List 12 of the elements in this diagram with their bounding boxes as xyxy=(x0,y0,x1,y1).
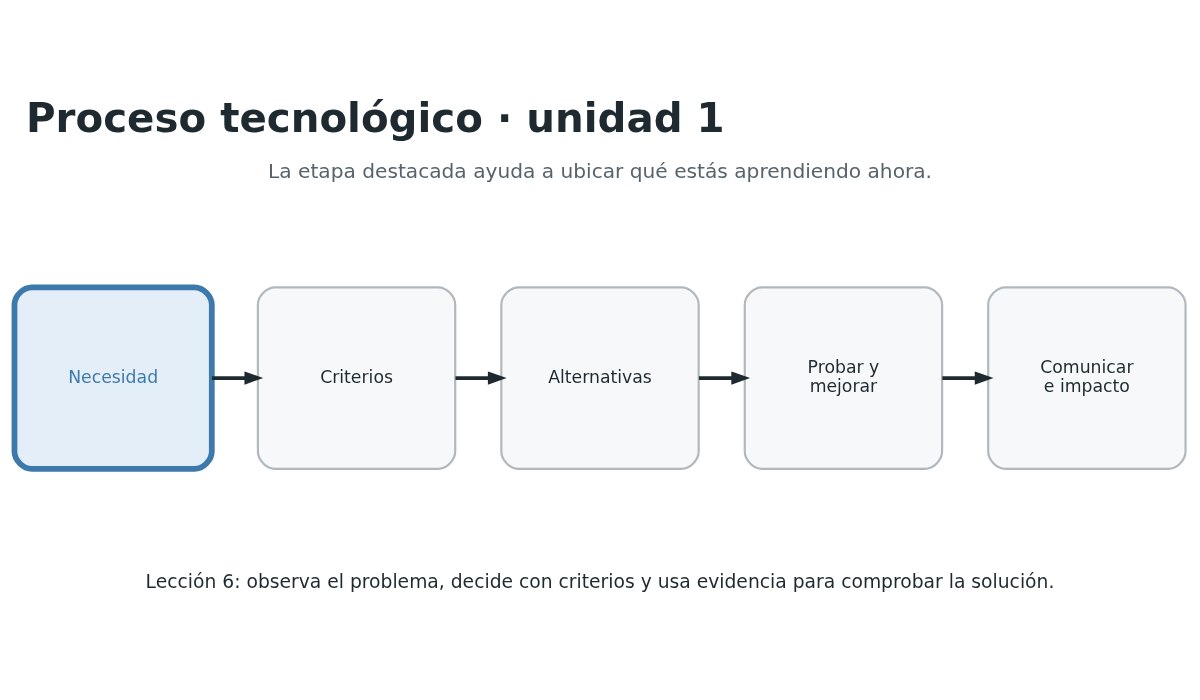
arrow xyxy=(942,371,994,385)
arrow xyxy=(212,371,264,385)
arrow xyxy=(455,371,507,385)
node-box: Probar y mejorar xyxy=(743,286,944,470)
label: La etapa destacada ayuda a ubicar qué estás aprendiendo ahora. xyxy=(267,159,933,184)
diagram-title: Proceso tecnológico · unidad 1 xyxy=(25,95,725,143)
label: Lección 6: observa el problema, decide con criterios y usa evidencia para comprobar la solución. xyxy=(145,571,1055,593)
node-box: Comunicar e impacto xyxy=(987,286,1187,470)
arrow xyxy=(698,371,751,385)
node-box: Criterios xyxy=(256,286,457,470)
node-box: Necesidad xyxy=(11,284,215,472)
node-box: Alternativas xyxy=(500,286,700,470)
